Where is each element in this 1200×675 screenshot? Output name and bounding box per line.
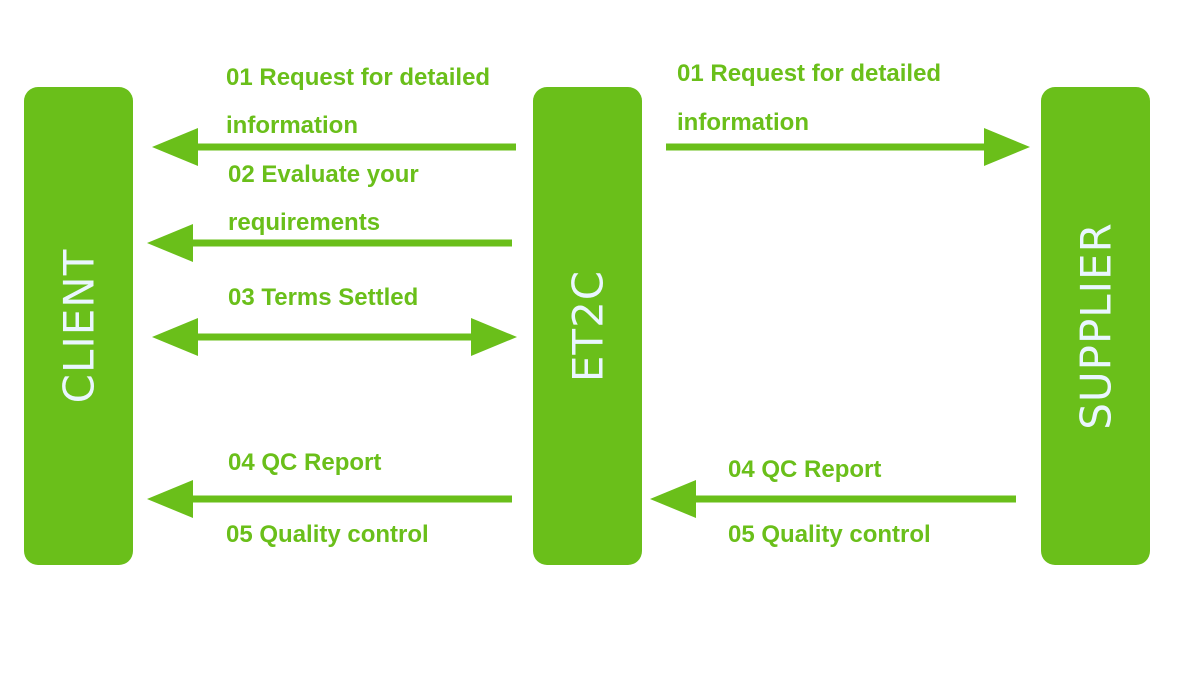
arrow-head-icon <box>984 128 1030 166</box>
left-step4: 04 QC Report <box>228 449 382 476</box>
arrow-head-icon <box>147 480 193 518</box>
arrow-et2c-to-client-qc <box>147 480 512 518</box>
arrow-shaft <box>193 495 512 503</box>
right-step4: 04 QC Report <box>728 456 882 483</box>
left-step1-line1: 01 Request for detailed <box>226 64 491 91</box>
arrow-head-icon <box>147 224 193 262</box>
client-column: CLIENT <box>24 87 133 565</box>
right-step1-line1: 01 Request for detailed <box>677 60 942 87</box>
arrow-shaft <box>696 495 1016 503</box>
arrow-supplier-to-et2c-qc <box>650 480 1016 518</box>
et2c-column: ET2C <box>533 87 642 565</box>
arrow-shaft <box>198 333 471 341</box>
arrow-head-icon <box>471 318 517 356</box>
arrow-shaft <box>666 143 984 151</box>
arrow-et2c-to-client-step1 <box>152 128 516 166</box>
right-step1-line2: information <box>677 109 809 136</box>
arrow-head-icon <box>152 318 198 356</box>
arrow-head-icon <box>152 128 198 166</box>
arrow-et2c-to-client-step2 <box>147 224 512 262</box>
arrow-terms-settled-bidirectional <box>152 318 517 356</box>
left-step3: 03 Terms Settled <box>228 284 419 311</box>
left-step1-line2: information <box>226 112 358 139</box>
arrow-shaft <box>198 143 516 151</box>
right-step5: 05 Quality control <box>728 521 931 548</box>
left-step2-line1: 02 Evaluate your <box>228 161 419 188</box>
arrow-shaft <box>193 239 512 247</box>
left-step5: 05 Quality control <box>226 521 429 548</box>
supplier-column: SUPPLIER <box>1041 87 1150 565</box>
arrow-head-icon <box>650 480 696 518</box>
arrow-et2c-to-supplier-step1 <box>666 128 1030 166</box>
left-step2-line2: requirements <box>228 209 381 236</box>
